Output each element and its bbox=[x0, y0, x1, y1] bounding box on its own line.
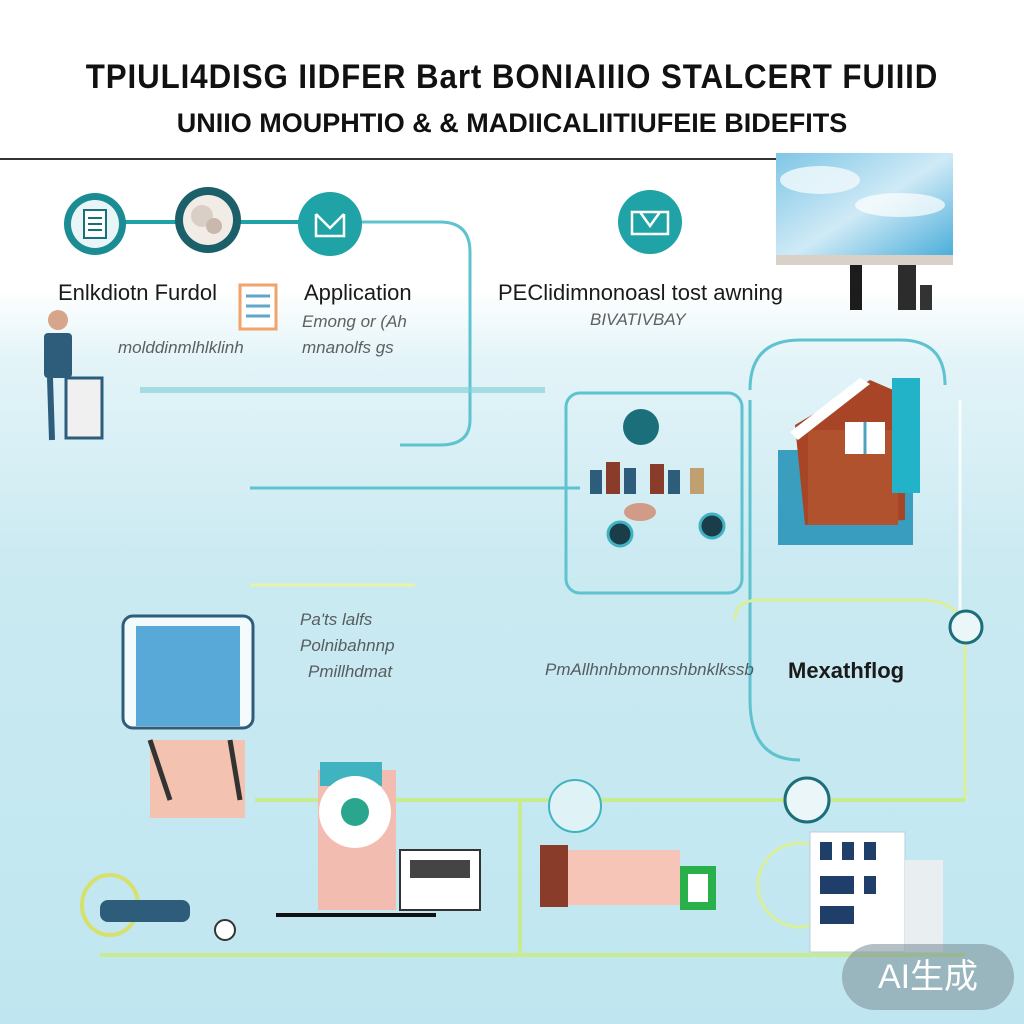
caption-lower-1: Pa'ts lalfs bbox=[300, 610, 373, 629]
caption-lower-2: Polnibahnnp bbox=[300, 636, 395, 655]
stage-label-application: Application bbox=[304, 280, 412, 305]
page-subtitle: UNIIO MOUPHTIO & & MADIICALIITIUFEIE BID… bbox=[176, 108, 848, 138]
caption-health: PmAllhnhbmonnshbnklkssb bbox=[545, 660, 754, 679]
ai-generated-badge: AI生成 bbox=[842, 944, 1014, 1010]
building-icon bbox=[756, 831, 943, 953]
caption-funding: molddinmlhlklinh bbox=[118, 338, 244, 357]
page-title: TPIULI4DISG IIDFER Bart BONIAIIIO STALCE… bbox=[85, 58, 939, 96]
caption-application-2: mnanolfs gs bbox=[302, 338, 394, 357]
stage-label-planning: PEClidimnonoasl tost awning bbox=[498, 280, 783, 305]
sky-photo bbox=[776, 153, 953, 310]
lower-right-panel bbox=[733, 598, 984, 800]
top-connector bbox=[125, 220, 472, 447]
caption-application-1: Emong or (Ah bbox=[302, 312, 407, 331]
water-icon bbox=[276, 762, 481, 917]
caption-lower-3: Pmillhdmat bbox=[308, 662, 393, 681]
market-panel bbox=[564, 391, 744, 595]
clipboard-icon bbox=[238, 283, 278, 331]
ticket-icon bbox=[618, 190, 682, 254]
document-icon bbox=[64, 193, 126, 255]
seat-icon bbox=[121, 614, 255, 818]
caption-planning: BIVATIVBAY bbox=[590, 310, 686, 329]
mail-icon bbox=[298, 192, 362, 256]
globe-icon bbox=[175, 187, 241, 253]
person-icon bbox=[44, 310, 104, 441]
stage-label-funding: Enlkdiotn Furdol bbox=[58, 280, 217, 305]
store-icon bbox=[540, 779, 716, 910]
header-divider bbox=[0, 158, 780, 160]
stage-label-health: Mexathflog bbox=[788, 658, 905, 683]
vehicle-icon bbox=[80, 873, 236, 941]
mid-connector bbox=[140, 338, 962, 762]
house-icon bbox=[778, 378, 920, 545]
